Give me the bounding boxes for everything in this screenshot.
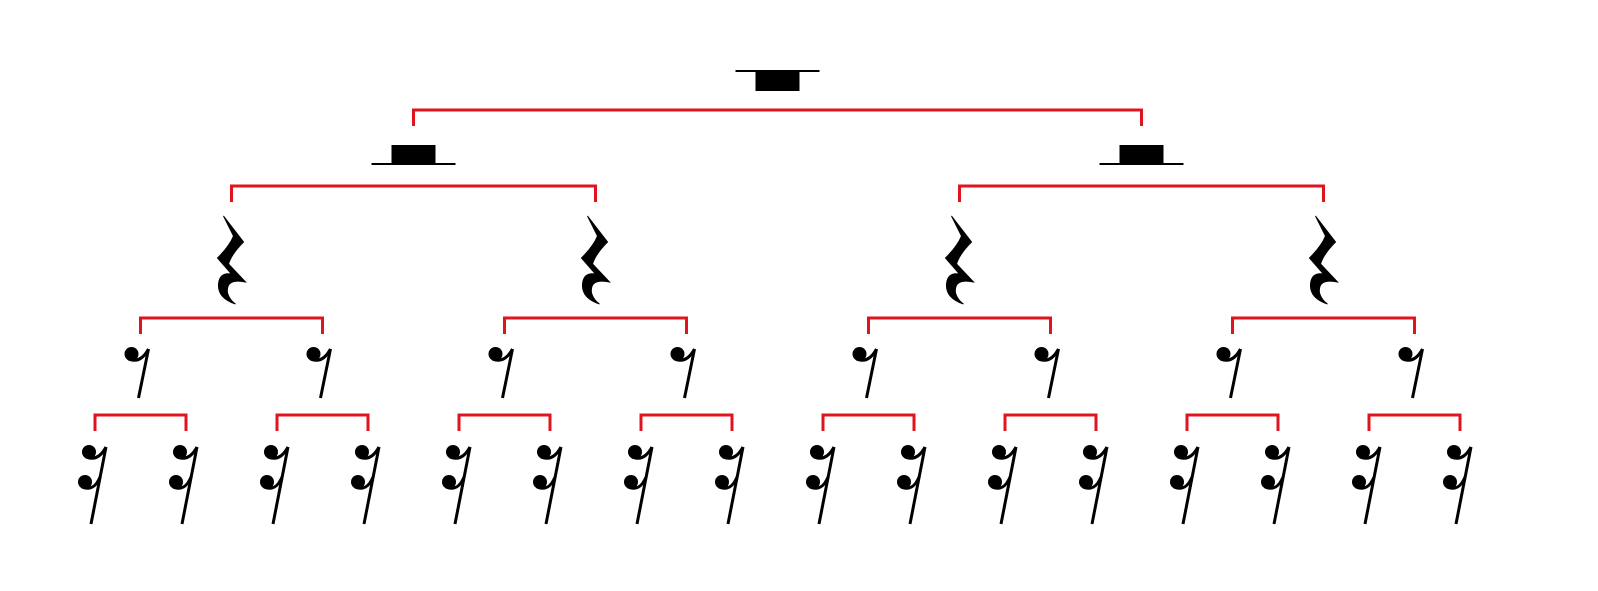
sixteenth-rest-12 [1079, 445, 1109, 525]
sixteenth-rest-16 [1443, 445, 1473, 525]
eighth-rest-1 [124, 347, 150, 399]
split-bracket-level-3-1 [139, 316, 324, 334]
whole-rest-1 [735, 70, 820, 91]
sixteenth-rest-1 [78, 445, 108, 525]
quarter-rest-1 [216, 215, 247, 305]
split-bracket-level-3-4 [1231, 316, 1416, 334]
sixteenth-rest-2 [169, 445, 199, 525]
split-bracket-level-3-2 [503, 316, 688, 334]
split-bracket-level-4-1 [93, 413, 188, 431]
split-bracket-level-4-8 [1367, 413, 1462, 431]
split-bracket-level-4-7 [1185, 413, 1280, 431]
split-bracket-level-1-1 [412, 108, 1143, 126]
split-bracket-level-2-2 [958, 184, 1325, 202]
eighth-rest-6 [1034, 347, 1060, 399]
split-bracket-level-4-5 [821, 413, 916, 431]
split-bracket-level-2-1 [230, 184, 597, 202]
eighth-rest-7 [1216, 347, 1242, 399]
eighth-rest-2 [306, 347, 332, 399]
sixteenth-rest-5 [442, 445, 472, 525]
eighth-rest-5 [852, 347, 878, 399]
sixteenth-rest-3 [260, 445, 290, 525]
sixteenth-rest-8 [715, 445, 745, 525]
split-bracket-level-4-6 [1003, 413, 1098, 431]
sixteenth-rest-7 [624, 445, 654, 525]
split-bracket-level-4-4 [639, 413, 734, 431]
sixteenth-rest-11 [988, 445, 1018, 525]
sixteenth-rest-6 [533, 445, 563, 525]
split-bracket-level-4-2 [275, 413, 370, 431]
half-rest-1 [371, 145, 456, 165]
eighth-rest-8 [1398, 347, 1424, 399]
split-bracket-level-4-3 [457, 413, 552, 431]
rest-layer [78, 70, 1473, 525]
sixteenth-rest-15 [1352, 445, 1382, 525]
sixteenth-rest-9 [806, 445, 836, 525]
quarter-rest-3 [944, 215, 975, 305]
quarter-rest-2 [580, 215, 611, 305]
split-bracket-level-3-3 [867, 316, 1052, 334]
bracket-layer [93, 108, 1462, 431]
half-rest-2 [1099, 145, 1184, 165]
quarter-rest-4 [1308, 215, 1339, 305]
sixteenth-rest-10 [897, 445, 927, 525]
eighth-rest-4 [670, 347, 696, 399]
sixteenth-rest-14 [1261, 445, 1291, 525]
eighth-rest-3 [488, 347, 514, 399]
sixteenth-rest-13 [1170, 445, 1200, 525]
sixteenth-rest-4 [351, 445, 381, 525]
